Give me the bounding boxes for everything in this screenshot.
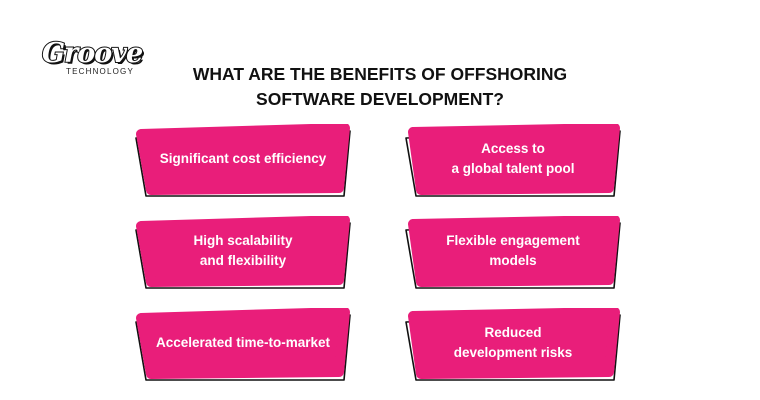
card-fill [408, 124, 620, 195]
card-fill [408, 308, 620, 379]
card-shape [405, 124, 621, 197]
card-fill [136, 216, 350, 287]
benefit-card: High scalability and flexibility [133, 216, 353, 294]
benefit-card: Flexible engagement models [403, 216, 623, 294]
card-fill [136, 124, 350, 195]
page-title: WHAT ARE THE BENEFITS OF OFFSHORING SOFT… [192, 64, 568, 109]
benefit-label: High scalability and flexibility [193, 233, 293, 268]
benefit-label: Access to a global talent pool [451, 141, 575, 176]
logo: Groove TECHNOLOGY [41, 38, 148, 77]
card-shape [135, 308, 351, 381]
benefit-card: Accelerated time-to-market [133, 308, 353, 386]
benefit-label: Accelerated time-to-market [155, 335, 331, 350]
benefit-label: Flexible engagement models [446, 233, 580, 268]
logo-subtitle: TECHNOLOGY [66, 67, 135, 76]
benefit-label: Reduced development risks [453, 325, 573, 360]
card-fill [136, 308, 350, 379]
benefit-card: Significant cost efficiency [133, 124, 353, 202]
benefit-card: Reduced development risks [403, 308, 623, 386]
card-shape [135, 124, 351, 197]
card-shape [405, 308, 621, 381]
card-shape [135, 216, 351, 289]
logo-wordmark: Groove [41, 38, 144, 69]
benefit-card: Access to a global talent pool [403, 124, 623, 202]
card-shape [405, 216, 621, 289]
card-fill [408, 216, 620, 287]
benefit-label: Significant cost efficiency [159, 151, 327, 166]
